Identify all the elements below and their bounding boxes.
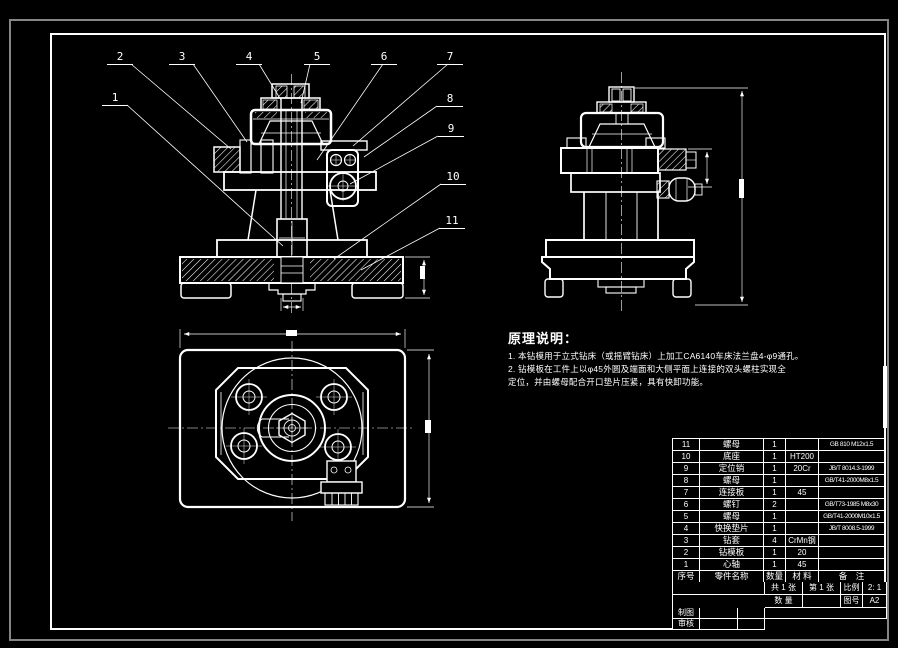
callout-7: 7 <box>437 51 463 65</box>
part-note: JB/T 8014.3-1999 <box>819 463 885 475</box>
title-block-upper: 共 1 张 第 1 张 比例 2: 1 数 量 图号 A2 <box>672 582 887 608</box>
callout-2: 2 <box>107 51 133 65</box>
callout-1: 1 <box>102 92 128 106</box>
part-note: GB/T41-2000M8x1.5 <box>819 475 885 487</box>
leader-lines <box>126 63 449 271</box>
draftsman-date-cell <box>738 608 765 619</box>
part-material: 45 <box>786 487 819 499</box>
drawing-border <box>50 33 886 630</box>
part-no: 4 <box>673 523 700 535</box>
side-view <box>541 72 748 312</box>
callout-6: 6 <box>371 51 397 65</box>
title-block-big-cell <box>765 608 887 619</box>
callout-9: 9 <box>438 123 464 137</box>
part-no: 1 <box>673 559 700 571</box>
callout-5: 5 <box>304 51 330 65</box>
top-view <box>168 329 434 521</box>
part-material: 20Cr <box>786 463 819 475</box>
part-no: 5 <box>673 511 700 523</box>
part-qty: 1 <box>764 487 786 499</box>
part-no: 6 <box>673 499 700 511</box>
part-note: GB/T73-1985 M8x30 <box>819 499 885 511</box>
part-name: 快换垫片 <box>700 523 764 535</box>
part-qty: 1 <box>764 451 786 463</box>
part-qty: 1 <box>764 547 786 559</box>
part-note <box>819 547 885 559</box>
outer-frame <box>9 19 889 641</box>
part-qty: 1 <box>764 511 786 523</box>
front-view <box>126 63 449 313</box>
part-name: 螺母 <box>700 511 764 523</box>
note-line: 2. 钻模板在工件上以φ45外圆及端面和大侧平面上连接的双头螺柱实现全 <box>508 364 786 374</box>
part-name: 螺母 <box>700 439 764 451</box>
part-material <box>786 499 819 511</box>
part-material: 20 <box>786 547 819 559</box>
part-qty: 1 <box>764 523 786 535</box>
part-material <box>786 439 819 451</box>
part-qty: 1 <box>764 439 786 451</box>
part-note: GB 810 M12x1.5 <box>819 439 885 451</box>
scale-label: 比例 <box>841 582 863 595</box>
checker-date-cell <box>738 619 765 630</box>
part-no: 8 <box>673 475 700 487</box>
part-no: 10 <box>673 451 700 463</box>
part-note <box>819 535 885 547</box>
callout-3: 3 <box>169 51 195 65</box>
part-material: 45 <box>786 559 819 571</box>
part-no: 2 <box>673 547 700 559</box>
part-no: 9 <box>673 463 700 475</box>
part-note: GB/T41-2000M10x1.5 <box>819 511 885 523</box>
part-name: 螺钉 <box>700 499 764 511</box>
sheets-total: 共 1 张 <box>765 582 803 595</box>
part-name: 定位销 <box>700 463 764 475</box>
part-qty: 1 <box>764 463 786 475</box>
part-material: CrMn钢 <box>786 535 819 547</box>
note-line: 1. 本钻模用于立式钻床（或摇臂钻床）上加工CA6140车床法兰盘4-φ9通孔。 <box>508 351 804 361</box>
part-note <box>819 487 885 499</box>
draftsman-label: 制图 <box>673 608 700 619</box>
part-material <box>786 511 819 523</box>
part-note: JB/T 8008.5-1999 <box>819 523 885 535</box>
part-name: 连接板 <box>700 487 764 499</box>
part-qty: 1 <box>764 559 786 571</box>
checker-name-cell <box>700 619 738 630</box>
part-material <box>786 523 819 535</box>
draftsman-name-cell <box>700 608 738 619</box>
part-note <box>819 559 885 571</box>
part-name: 底座 <box>700 451 764 463</box>
callout-11: 11 <box>439 215 465 229</box>
callout-10: 10 <box>440 171 466 185</box>
scale-value: 2: 1 <box>863 582 887 595</box>
sheet-number: 第 1 张 <box>803 582 841 595</box>
part-no: 3 <box>673 535 700 547</box>
part-no: 7 <box>673 487 700 499</box>
part-no: 11 <box>673 439 700 451</box>
checker-label: 审核 <box>673 619 700 630</box>
part-material <box>786 475 819 487</box>
title-block-empty-cell <box>673 582 765 595</box>
qty-value <box>803 595 841 608</box>
part-name: 钻模板 <box>700 547 764 559</box>
callout-4: 4 <box>236 51 262 65</box>
part-name: 螺母 <box>700 475 764 487</box>
part-qty: 1 <box>764 475 786 487</box>
part-note <box>819 451 885 463</box>
part-qty: 4 <box>764 535 786 547</box>
note-line: 定位，并由螺母配合开口垫片压紧，具有快卸功能。 <box>508 377 709 387</box>
title-block-lower: 制图 审核 <box>672 608 887 630</box>
drawing-no-value: A2 <box>863 595 887 608</box>
callout-8: 8 <box>437 93 463 107</box>
part-name: 钻套 <box>700 535 764 547</box>
part-name: 心轴 <box>700 559 764 571</box>
qty-label: 数 量 <box>765 595 803 608</box>
part-qty: 2 <box>764 499 786 511</box>
notes-title: 原理说明： <box>508 331 579 346</box>
drawing-no-label: 图号 <box>841 595 863 608</box>
part-material: HT200 <box>786 451 819 463</box>
principle-notes: 原理说明： 1. 本钻模用于立式钻床（或摇臂钻床）上加工CA6140车床法兰盘4… <box>508 328 888 389</box>
